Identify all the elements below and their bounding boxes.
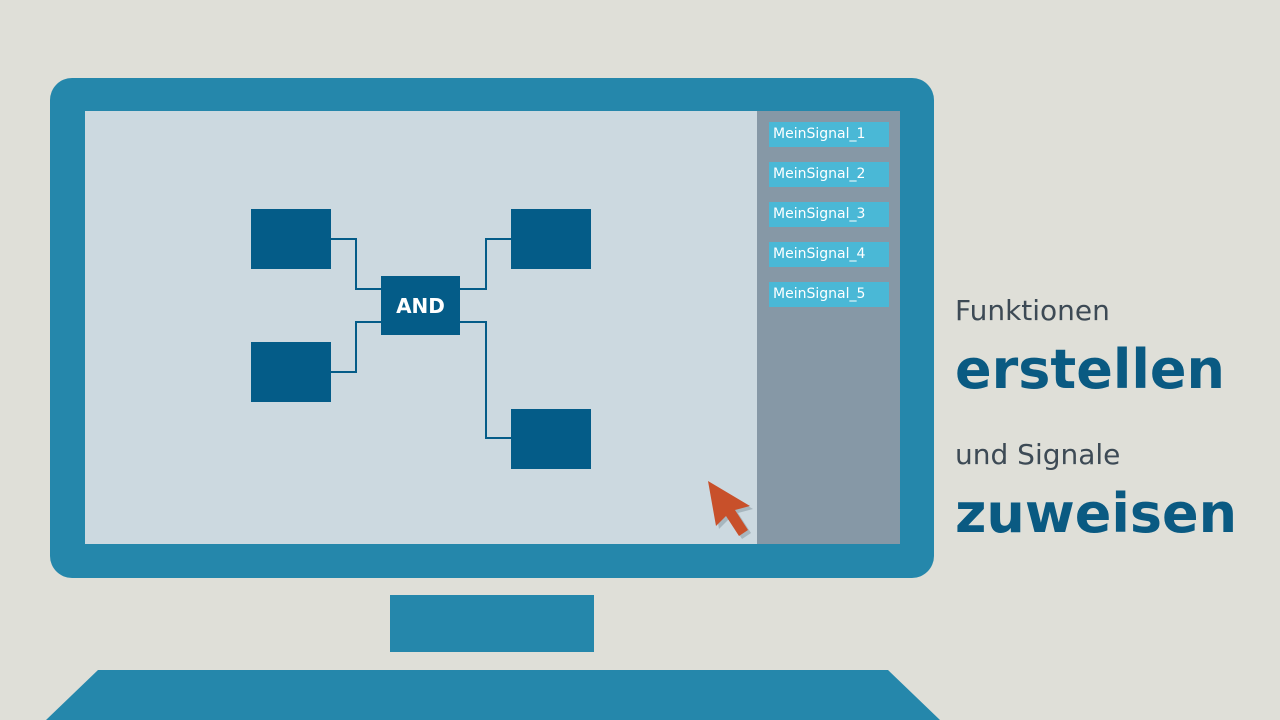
signal-item-2[interactable]: MeinSignal_2 [769, 162, 889, 187]
signal-item-3[interactable]: MeinSignal_3 [769, 202, 889, 227]
input-block-top[interactable] [251, 209, 331, 269]
caption-line-3: und Signale [955, 438, 1121, 471]
monitor-stand-neck [390, 595, 594, 652]
caption-line-2: erstellen [955, 338, 1225, 401]
signal-item-4[interactable]: MeinSignal_4 [769, 242, 889, 267]
caption-line-4: zuweisen [955, 482, 1238, 545]
input-block-bottom[interactable] [251, 342, 331, 402]
signal-item-1[interactable]: MeinSignal_1 [769, 122, 889, 147]
caption-line-1: Funktionen [955, 294, 1110, 327]
and-gate-block[interactable]: AND [381, 276, 460, 335]
output-block-bottom[interactable] [511, 409, 591, 469]
output-block-top[interactable] [511, 209, 591, 269]
signal-item-5[interactable]: MeinSignal_5 [769, 282, 889, 307]
